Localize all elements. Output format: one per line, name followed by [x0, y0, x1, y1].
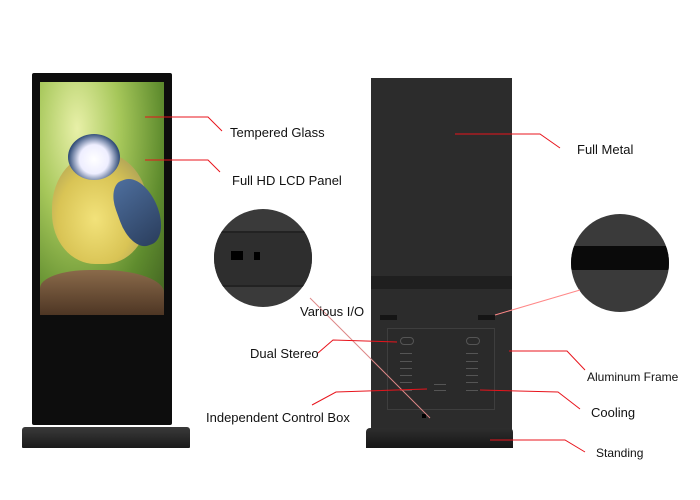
label-control-box: Independent Control Box	[206, 410, 350, 425]
io-closeup	[214, 209, 312, 307]
rear-mount-left	[380, 315, 397, 320]
front-screen-image	[40, 82, 164, 315]
speaker-right	[466, 337, 480, 345]
label-standing: Standing	[596, 446, 644, 460]
line-control-box	[311, 388, 428, 406]
bird-head	[68, 134, 120, 180]
line-tempered-glass	[145, 116, 223, 132]
line-various-io	[309, 297, 431, 419]
line-cooling	[479, 389, 581, 410]
label-tempered-glass: Tempered Glass	[230, 125, 325, 140]
line-full-metal	[455, 133, 561, 149]
front-kiosk-base	[22, 427, 190, 448]
frame-closeup	[571, 214, 669, 312]
rear-mount-right	[478, 315, 495, 320]
label-lcd-panel: Full HD LCD Panel	[232, 173, 342, 188]
line-aluminum-frame	[509, 350, 586, 371]
line-frame-closeup	[494, 289, 581, 316]
rear-band	[371, 276, 512, 289]
label-cooling: Cooling	[591, 405, 636, 420]
io-port	[422, 414, 426, 418]
label-various-io: Various I/O	[300, 304, 365, 319]
label-dual-stereo: Dual Stereo	[250, 346, 319, 361]
branch	[40, 270, 164, 315]
rear-kiosk-base	[366, 428, 513, 448]
line-dual-stereo	[317, 339, 398, 354]
label-aluminum-frame: Aluminum Frame	[587, 370, 679, 384]
line-lcd-panel	[145, 159, 221, 173]
label-full-metal: Full Metal	[577, 142, 634, 157]
speaker-left	[400, 337, 414, 345]
line-standing	[490, 439, 586, 453]
control-box	[387, 328, 495, 410]
